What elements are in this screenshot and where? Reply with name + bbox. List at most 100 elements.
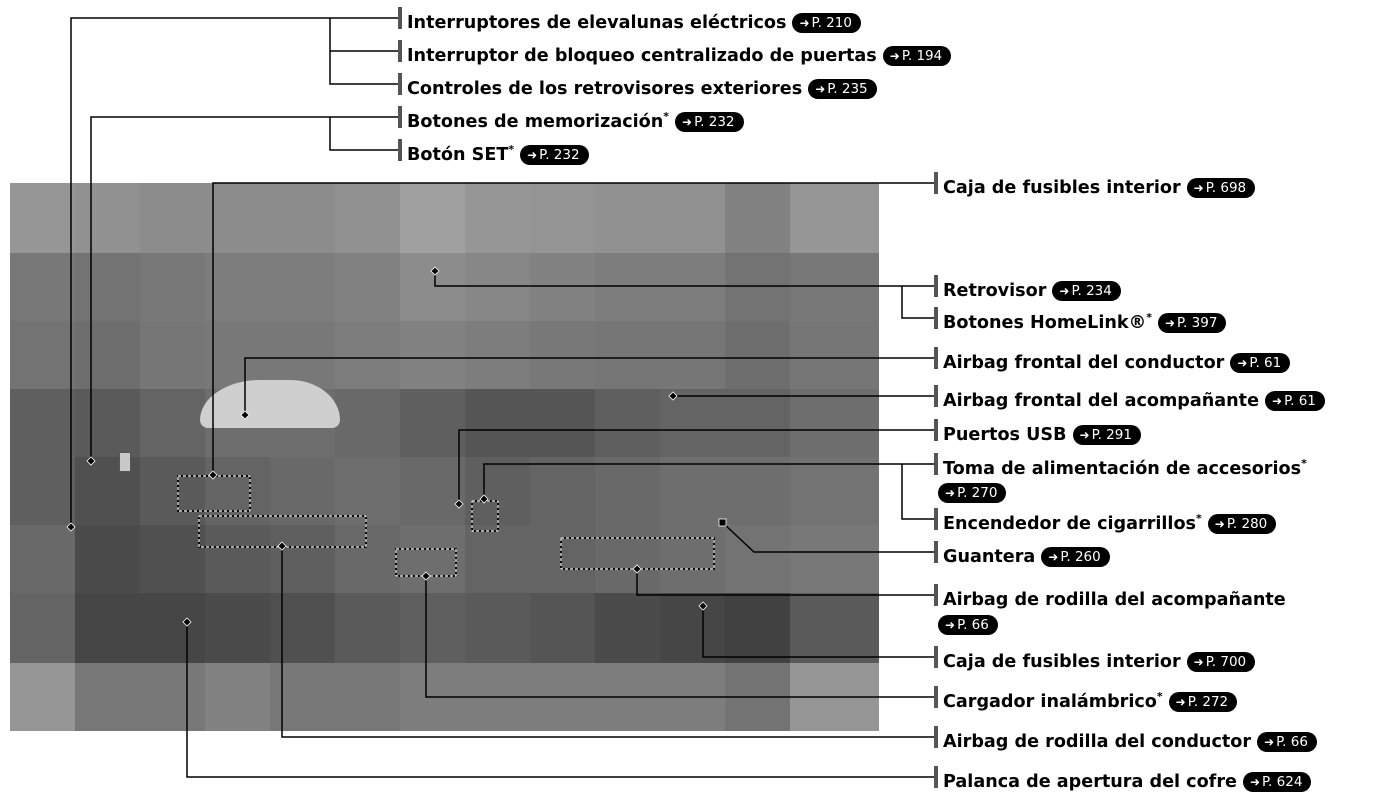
photo-tile: [855, 183, 879, 253]
photo-tile: [465, 389, 530, 457]
photo-tile: [400, 593, 465, 663]
photo-tile: [270, 593, 335, 663]
right-arrow-icon: ➜: [1048, 550, 1059, 564]
page-ref-badge[interactable]: ➜P. 624: [1242, 772, 1312, 792]
photo-tile: [140, 389, 205, 457]
page-ref-badge[interactable]: ➜P. 700: [1186, 652, 1256, 672]
photo-tile: [75, 389, 140, 457]
photo-tile: [530, 389, 595, 457]
photo-tile: [530, 593, 595, 663]
leader-endpoint: [632, 564, 642, 574]
label-fusibles-interior-1: Caja de fusibles interior➜P. 698: [934, 172, 1256, 198]
photo-tile: [660, 593, 725, 663]
label-toma-accesorios: Toma de alimentación de accesorios*: [934, 453, 1307, 479]
leader-endpoint: [86, 456, 96, 466]
photo-tile: [75, 593, 140, 663]
leader-line: [244, 357, 934, 415]
photo-tile: [270, 183, 335, 253]
right-arrow-icon: ➜: [945, 618, 956, 632]
photo-tile: [400, 525, 465, 593]
photo-tile: [855, 457, 879, 525]
photo-tile: [595, 253, 660, 321]
photo-tile: [335, 525, 400, 593]
right-arrow-icon: ➜: [1175, 695, 1186, 709]
photo-tile: [790, 183, 855, 253]
steering-wheel-image: [200, 380, 340, 428]
page-ref-badge[interactable]: ➜P. 260: [1041, 547, 1110, 567]
photo-tile: [465, 525, 530, 593]
photo-tile: [75, 321, 140, 389]
switch-image: [119, 452, 131, 472]
photo-tile: [595, 593, 660, 663]
photo-tile: [530, 525, 595, 593]
photo-tile: [75, 253, 140, 321]
photo-tile: [725, 389, 790, 457]
page-ref-badge[interactable]: ➜P. 66: [1257, 732, 1317, 752]
right-arrow-icon: ➜: [799, 16, 810, 30]
page-ref-badge[interactable]: ➜P. 232: [520, 145, 589, 165]
page-ref-badge[interactable]: ➜P. 66: [938, 615, 998, 635]
leader-endpoint: [182, 617, 192, 627]
label-rodilla-acompanante: Airbag de rodilla del acompañante: [934, 584, 1286, 610]
photo-tile: [140, 321, 205, 389]
page-ref-badge[interactable]: ➜P. 234: [1052, 281, 1121, 301]
right-arrow-icon: ➜: [1264, 735, 1275, 749]
photo-tile: [140, 525, 205, 593]
right-arrow-icon: ➜: [682, 115, 693, 129]
page-ref-badge[interactable]: ➜P. 272: [1168, 692, 1238, 712]
leader-endpoint: [277, 541, 287, 551]
photo-tile: [725, 321, 790, 389]
page-ref-badge[interactable]: ➜P. 291: [1072, 425, 1141, 445]
leader-line: [329, 18, 398, 85]
page-ref-badge[interactable]: ➜P. 61: [1265, 391, 1325, 411]
photo-tile: [270, 253, 335, 321]
leader-endpoint: [698, 601, 708, 611]
photo-tile: [10, 663, 75, 731]
photo-tile: [790, 321, 855, 389]
right-arrow-icon: ➜: [1059, 284, 1070, 298]
label-guantera: Guantera➜P. 260: [934, 541, 1110, 567]
photo-tile: [530, 321, 595, 389]
leader-endpoint: [208, 470, 218, 480]
label-bloqueo-puertas: Interruptor de bloqueo centralizado de p…: [398, 40, 952, 66]
label-rodilla-conductor: Airbag de rodilla del conductor➜P. 66: [934, 726, 1317, 752]
photo-tile: [660, 321, 725, 389]
leader-endpoint: [66, 522, 76, 532]
page-ref-badge[interactable]: ➜P. 698: [1186, 178, 1256, 198]
label-airbag-conductor: Airbag frontal del conductor➜P. 61: [934, 347, 1291, 373]
page-ref-badge[interactable]: ➜P. 232: [675, 112, 744, 132]
leader-endpoint: [430, 266, 440, 276]
leader-line: [186, 622, 934, 778]
photo-tile: [660, 253, 725, 321]
photo-tile: [10, 389, 75, 457]
right-arrow-icon: ➜: [945, 486, 956, 500]
photo-tile: [595, 525, 660, 593]
photo-tile: [855, 593, 879, 663]
photo-tile: [855, 389, 879, 457]
page-ref-badge[interactable]: ➜P. 194: [882, 46, 952, 66]
photo-tile: [660, 183, 725, 253]
photo-tile: [140, 593, 205, 663]
page-ref-badge[interactable]: ➜P. 270: [938, 483, 1007, 503]
page-ref-badge[interactable]: ➜P. 280: [1207, 514, 1277, 534]
label-retrovisores-exteriores: Controles de los retrovisores exteriores…: [398, 73, 877, 99]
photo-tile: [595, 321, 660, 389]
photo-tile: [335, 593, 400, 663]
photo-tile: [270, 457, 335, 525]
leader-endpoint: [421, 571, 431, 581]
right-arrow-icon: ➜: [1272, 394, 1283, 408]
right-arrow-icon: ➜: [889, 49, 900, 63]
page-ref-badge[interactable]: ➜P. 61: [1230, 353, 1291, 373]
leader-line: [425, 576, 934, 698]
page-ref-badge[interactable]: ➜P. 235: [808, 79, 877, 99]
label-boton-set: Botón SET*➜P. 232: [398, 139, 589, 165]
photo-tile: [335, 457, 400, 525]
page-ref-badge[interactable]: ➜P. 397: [1157, 313, 1227, 333]
photo-tile: [205, 525, 270, 593]
right-arrow-icon: ➜: [1079, 428, 1090, 442]
leader-line: [90, 116, 398, 461]
page-ref-badge[interactable]: ➜P. 210: [792, 13, 861, 33]
photo-tile: [595, 457, 660, 525]
label-retrovisor: Retrovisor➜P. 234: [934, 275, 1121, 301]
photo-tile: [790, 457, 855, 525]
